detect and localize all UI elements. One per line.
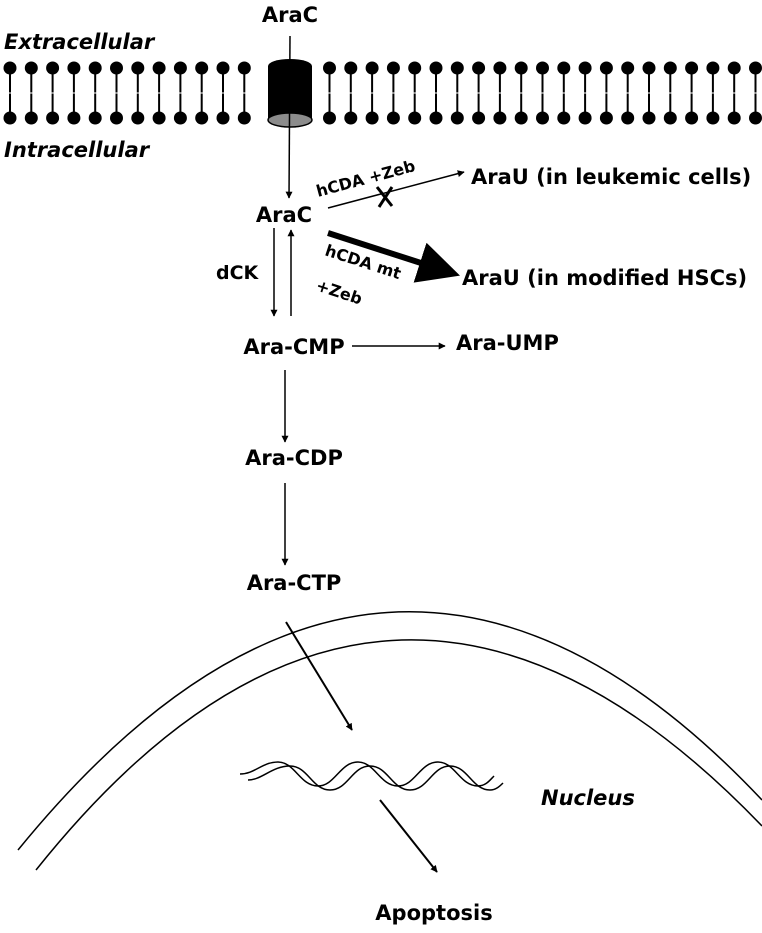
lipid-bottom-head: [749, 111, 762, 125]
lipid-top-head: [3, 61, 17, 75]
lipid-top-head: [578, 61, 592, 75]
ara-ump-label: Ara-UMP: [456, 331, 559, 355]
lipid-bottom-head: [216, 111, 230, 125]
nuclear-envelope-outer: [17, 611, 762, 851]
lipid-bottom-head: [685, 111, 699, 125]
arau-hsc-label: AraU (in modified HSCs): [462, 266, 747, 290]
lipid-top-head: [642, 61, 656, 75]
lipid-top-head: [450, 61, 464, 75]
lipid-top-head: [557, 61, 571, 75]
lipid-top-head: [706, 61, 720, 75]
arrow-entry: [285, 35, 293, 199]
lipid-bottom-head: [450, 111, 464, 125]
lipid-bottom-head: [195, 111, 209, 125]
lipid-top-head: [599, 61, 613, 75]
nucleus-label: Nucleus: [541, 786, 635, 810]
lipid-top-head: [24, 61, 38, 75]
ara-cdp-label: Ara-CDP: [245, 446, 343, 470]
lipid-bottom-head: [344, 111, 358, 125]
arrow-ara-ctp-to-dna: [285, 621, 353, 731]
zeb-label: +Zeb: [314, 276, 365, 309]
lipid-bottom-head: [599, 111, 613, 125]
lipid-bottom-head: [46, 111, 60, 125]
lipid-top-head: [536, 61, 549, 75]
arrow-arac-to-arau-hsc: [327, 230, 460, 283]
lipid-top-head: [749, 61, 762, 75]
lipid-top-head: [67, 61, 81, 75]
lipid-bottom-head: [131, 111, 145, 125]
lipid-top-head: [493, 61, 507, 75]
lipid-bottom-head: [237, 111, 251, 125]
lipid-bottom-head: [88, 111, 102, 125]
lipid-top-head: [514, 61, 528, 75]
lipid-bottom-head: [536, 111, 549, 125]
cell-membrane: [3, 61, 762, 125]
intracellular-label: Intracellular: [4, 138, 151, 162]
dna-helix: [239, 761, 504, 791]
lipid-top-head: [323, 61, 336, 75]
lipid-top-head: [344, 61, 358, 75]
lipid-bottom-head: [408, 111, 422, 125]
lipid-top-head: [88, 61, 102, 75]
nuclear-envelope-inner: [35, 639, 762, 871]
dck-label: dCK: [216, 262, 260, 284]
lipid-top-head: [152, 61, 166, 75]
lipid-bottom-head: [514, 111, 528, 125]
lipid-top-head: [408, 61, 422, 75]
membrane-transporter: [267, 59, 313, 128]
lipid-bottom-head: [578, 111, 592, 125]
lipid-bottom-head: [727, 111, 741, 125]
lipid-bottom-head: [365, 111, 379, 125]
lipid-top-head: [216, 61, 230, 75]
lipid-top-head: [195, 61, 209, 75]
arac-extracellular-label: AraC: [262, 3, 318, 27]
lipid-bottom-head: [472, 111, 486, 125]
lipid-bottom-head: [24, 111, 38, 125]
lipid-bottom-head: [429, 111, 443, 125]
arac-intracellular-label: AraC: [256, 203, 312, 227]
lipid-top-head: [46, 61, 60, 75]
lipid-top-head: [237, 61, 251, 75]
lipid-bottom-head: [173, 111, 187, 125]
lipid-bottom-head: [67, 111, 81, 125]
lipid-bottom-head: [663, 111, 677, 125]
lipid-bottom-head: [706, 111, 720, 125]
lipid-bottom-head: [152, 111, 166, 125]
arrow-dna-to-apoptosis: [379, 799, 438, 873]
lipid-top-head: [727, 61, 741, 75]
lipid-top-head: [131, 61, 145, 75]
lipid-bottom-head: [642, 111, 656, 125]
lipid-top-head: [429, 61, 443, 75]
lipid-top-head: [173, 61, 187, 75]
lipid-top-head: [365, 61, 379, 75]
lipid-bottom-head: [110, 111, 123, 125]
blocked-x-icon: [375, 186, 394, 208]
lipid-bottom-head: [386, 111, 400, 125]
arau-leukemic-label: AraU (in leukemic cells): [471, 165, 751, 189]
arrow-arac-to-arau-leukemic: [327, 170, 465, 209]
lipid-top-head: [472, 61, 486, 75]
lipid-top-head: [386, 61, 400, 75]
extracellular-label: Extracellular: [4, 30, 156, 54]
ara-ctp-label: Ara-CTP: [247, 571, 342, 595]
lipid-bottom-head: [3, 111, 17, 125]
lipid-top-head: [663, 61, 677, 75]
hcda-zeb-label: hCDA +Zeb: [314, 156, 417, 201]
lipid-bottom-head: [621, 111, 635, 125]
ara-cmp-label: Ara-CMP: [243, 335, 344, 359]
lipid-top-head: [110, 61, 123, 75]
lipid-bottom-head: [557, 111, 571, 125]
lipid-bottom-head: [493, 111, 507, 125]
apoptosis-label: Apoptosis: [375, 901, 492, 925]
lipid-top-head: [685, 61, 699, 75]
lipid-bottom-head: [323, 111, 336, 125]
lipid-top-head: [621, 61, 635, 75]
